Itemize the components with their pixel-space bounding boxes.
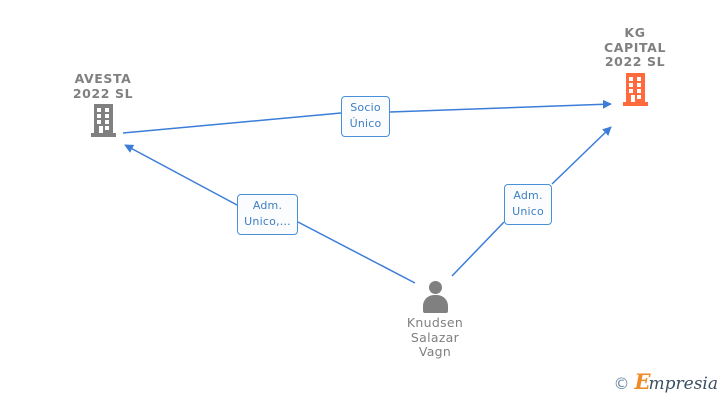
- edge-knudsen-to-avesta-upper: [124, 144, 238, 206]
- node-knudsen-salazar-vagn[interactable]: Knudsen Salazar Vagn: [370, 281, 500, 360]
- edge-label-socio-unico[interactable]: Socio Único: [341, 96, 390, 137]
- edge-label-adm-unico-kg[interactable]: Adm. Unico: [504, 184, 552, 225]
- edge-knudsen-to-kg-lower: [451, 221, 505, 277]
- building-icon: [90, 104, 116, 137]
- edge-knudsen-to-kg-upper: [551, 126, 612, 185]
- node-kg-capital[interactable]: KG CAPITAL 2022 SL: [570, 25, 700, 106]
- node-knudsen-label: Knudsen Salazar Vagn: [406, 315, 464, 359]
- person-icon: [420, 281, 450, 313]
- brand-name: mpresia: [648, 374, 719, 394]
- node-kg-capital-label: KG CAPITAL 2022 SL: [603, 25, 667, 69]
- edge-label-adm-unico-avesta[interactable]: Adm. Unico,...: [237, 194, 298, 235]
- edge-avesta-to-kg-left: [122, 112, 342, 134]
- edge-avesta-to-kg-right: [389, 99, 612, 113]
- node-avesta[interactable]: AVESTA 2022 SL: [38, 71, 168, 137]
- brand-initial: E: [634, 369, 651, 394]
- edge-knudsen-to-avesta-lower: [297, 221, 416, 284]
- node-avesta-label: AVESTA 2022 SL: [72, 71, 134, 101]
- empresia-watermark: © Empresia: [613, 371, 719, 394]
- building-icon: [622, 72, 648, 106]
- copyright-icon: ©: [613, 374, 630, 393]
